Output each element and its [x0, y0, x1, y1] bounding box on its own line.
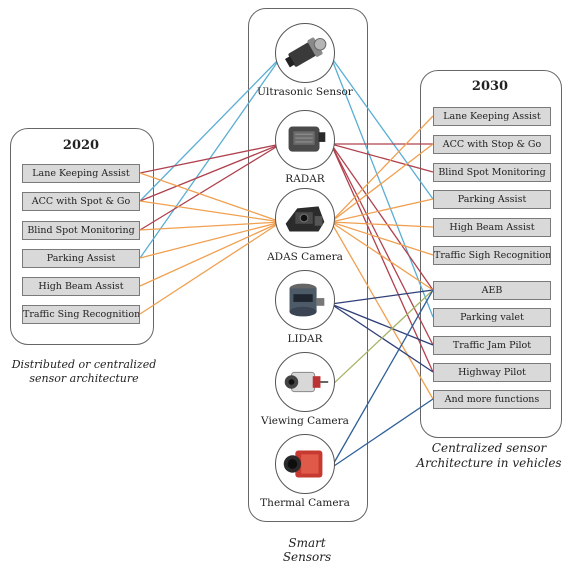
- connection-line: [139, 56, 282, 259]
- right-item-lane-keeping-assist: Lane Keeping Assist: [433, 107, 551, 126]
- connection-line: [139, 221, 282, 231]
- connection-line: [139, 172, 282, 223]
- right-item-blind-spot: Blind Spot Monitoring: [433, 163, 551, 182]
- right-panel: [420, 70, 562, 438]
- left-item-acc: ACC with Spot & Go: [22, 192, 140, 211]
- connection-line: [330, 289, 434, 305]
- right-caption: Centralized sensor Architecture in vehic…: [405, 441, 573, 471]
- left-panel: [10, 128, 154, 345]
- right-item-highway-pilot: Highway Pilot: [433, 363, 551, 382]
- left-item-high-beam: High Beam Assist: [22, 277, 140, 296]
- viewing-camera-icon: [275, 352, 335, 412]
- right-item-traffic-sign: Traffic Sigh Recognition: [433, 246, 551, 265]
- lidar-label: LIDAR: [287, 333, 323, 345]
- connection-line: [330, 221, 434, 228]
- connection-line: [139, 143, 282, 202]
- connection-line: [330, 303, 434, 346]
- right-item-parking-valet: Parking valet: [433, 308, 551, 327]
- connection-line: [139, 143, 282, 231]
- connection-line: [330, 289, 434, 387]
- connection-line: [330, 143, 434, 173]
- adas-camera-icon: [275, 188, 335, 248]
- left-caption-line2: sensor architecture: [29, 372, 139, 385]
- left-item-blind-spot: Blind Spot Monitoring: [22, 221, 140, 240]
- right-item-acc: ACC with Stop & Go: [433, 135, 551, 154]
- lidar-icon: [275, 270, 335, 330]
- thermal-camera-label: Thermal Camera: [260, 497, 350, 509]
- right-panel-title: 2030: [471, 79, 509, 94]
- right-item-traffic-jam-pilot: Traffic Jam Pilot: [433, 336, 551, 355]
- connection-line: [330, 398, 434, 469]
- connection-line: [330, 221, 434, 400]
- right-caption-line2: Architecture in vehicles: [416, 456, 562, 470]
- left-panel-title: 2020: [62, 138, 100, 153]
- left-caption: Distributed or centralized sensor archit…: [4, 358, 164, 386]
- connection-line: [139, 200, 282, 223]
- viewing-camera-label: Viewing Camera: [261, 415, 349, 427]
- connection-line: [330, 56, 434, 200]
- connection-line: [139, 221, 282, 315]
- right-item-more-functions: And more functions: [433, 390, 551, 409]
- connection-line: [330, 143, 434, 291]
- connection-line: [330, 221, 434, 291]
- right-item-parking-assist: Parking Assist: [433, 190, 551, 209]
- right-item-aeb: AEB: [433, 281, 551, 300]
- thermal-camera-icon: [275, 434, 335, 494]
- connection-line: [330, 143, 434, 373]
- left-item-lane-keeping-assist: Lane Keeping Assist: [22, 164, 140, 183]
- connection-line: [330, 289, 434, 469]
- ultrasonic-sensor-icon: [275, 23, 335, 83]
- connection-line: [139, 143, 282, 174]
- connection-line: [330, 143, 434, 346]
- center-panel: [248, 8, 368, 522]
- connection-line: [330, 115, 434, 223]
- connection-line: [139, 56, 282, 202]
- connection-line: [139, 221, 282, 259]
- connection-line: [330, 198, 434, 223]
- center-caption-line1: Smart: [288, 536, 326, 550]
- connection-line: [139, 221, 282, 287]
- radar-label: RADAR: [285, 173, 325, 185]
- right-item-high-beam: High Beam Assist: [433, 218, 551, 237]
- left-caption-line1: Distributed or centralized: [11, 358, 157, 371]
- right-caption-line1: Centralized sensor: [431, 441, 547, 455]
- center-caption: Smart Sensors: [258, 536, 356, 564]
- radar-icon: [275, 110, 335, 170]
- left-item-traffic-sign: Traffic Sing Recognition: [22, 305, 140, 324]
- center-caption-line2: Sensors: [282, 550, 332, 564]
- adas-camera-label: ADAS Camera: [267, 251, 343, 263]
- ultrasonic-sensor-label: Ultrasonic Sensor: [257, 86, 353, 98]
- connection-line: [330, 56, 434, 318]
- connection-line: [330, 143, 434, 223]
- left-item-parking-assist: Parking Assist: [22, 249, 140, 268]
- connection-line: [330, 221, 434, 256]
